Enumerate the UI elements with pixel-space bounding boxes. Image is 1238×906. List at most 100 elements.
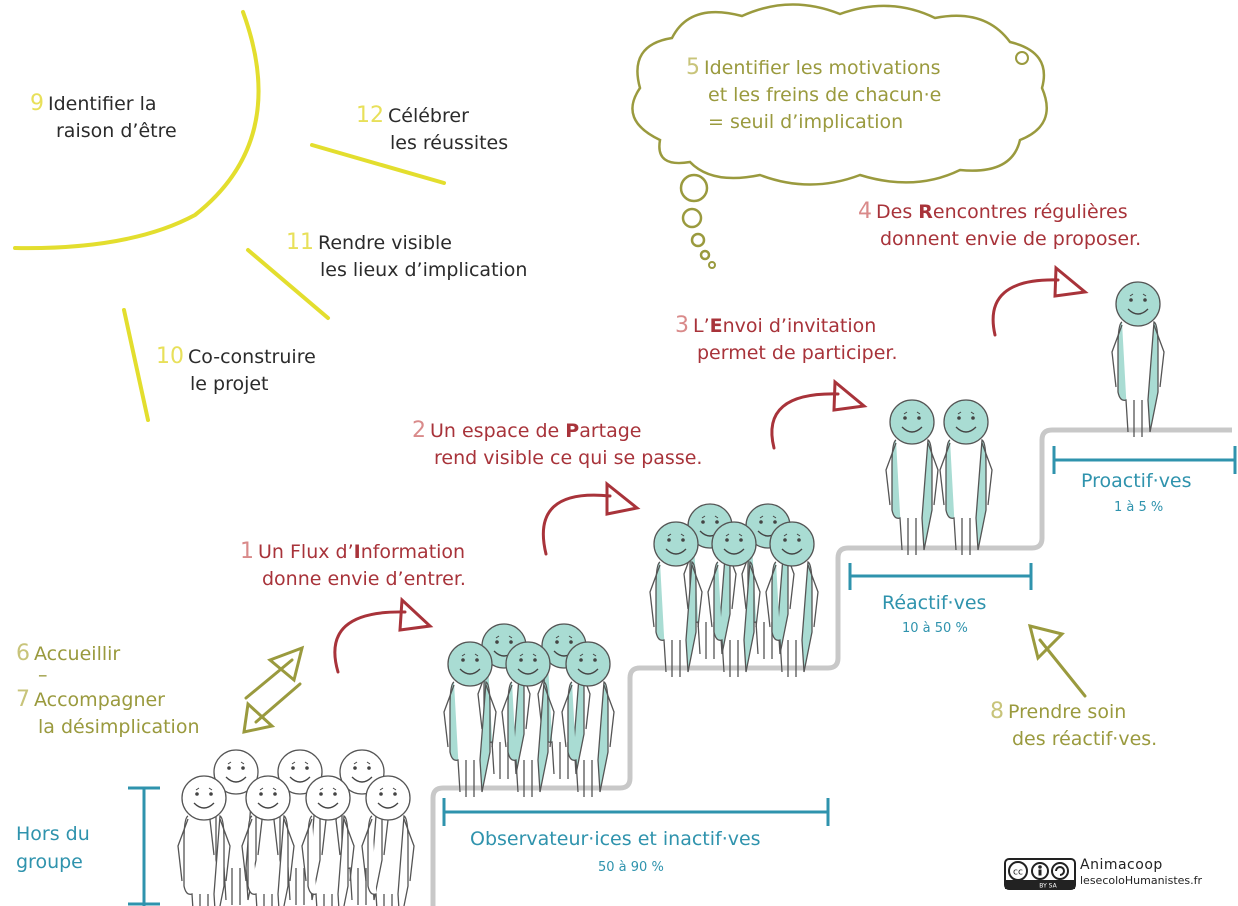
step-3-letter: E [709, 315, 723, 337]
people-reactive [885, 399, 993, 556]
step-8-text-2: des réactif·ves. [1012, 728, 1158, 750]
cloud-knot [1015, 51, 1029, 65]
arrow-1 [333, 596, 434, 674]
people-outside [177, 749, 415, 906]
thought-cloud [631, 3, 1048, 186]
sun-ray-10 [122, 308, 150, 422]
site-name: lesecoloHumanistes.fr [1080, 874, 1203, 887]
thought-bubble-2 [681, 207, 703, 229]
step-1-text-2: donne envie d’entrer. [262, 568, 466, 590]
step-8-number: 8 [990, 699, 1004, 724]
step-9-text-1: Identifier la [48, 93, 157, 115]
step-1-number: 1 [240, 539, 254, 564]
step-12-text-1: Célébrer [388, 105, 469, 127]
step-11-text-1: Rendre visible [318, 232, 452, 254]
group-outside-text-2: groupe [16, 851, 83, 873]
arrow-6-accueillir [244, 645, 305, 700]
arrow-8-soin [1027, 623, 1087, 698]
arrow-4 [991, 264, 1089, 337]
step-2-text-pre: Un espace de [430, 420, 566, 442]
thought-bubble-1 [679, 173, 709, 203]
step-12-number: 12 [356, 103, 384, 128]
arrow-2 [541, 480, 641, 556]
step-6-text: Accueillir [34, 643, 121, 665]
step-5-text-1: Identifier les motivations [704, 57, 941, 79]
step-7-text-2: la désimplication [38, 716, 200, 738]
sun-ray-11 [246, 248, 330, 320]
bracket-reactive [848, 563, 1033, 590]
step-9-number: 9 [30, 91, 44, 116]
step-10-text-2: le projet [190, 373, 269, 395]
step-9-text-2: raison d’être [56, 120, 177, 142]
group-outside-text-1: Hors du [16, 823, 90, 845]
thought-bubble-5 [708, 261, 716, 269]
cc-by-sa-logo: cc BY SA [1004, 858, 1076, 890]
people-proactive [1111, 281, 1165, 438]
thought-bubble-3 [690, 232, 706, 248]
group-reactive-label: Réactif·ves [882, 592, 987, 614]
sun-arc [13, 10, 261, 251]
step-3-text-2: permet de participer. [697, 342, 898, 364]
step-6-7-dash: – [38, 662, 48, 689]
step-2-number: 2 [412, 418, 426, 443]
license-text: BY SA [1039, 883, 1057, 890]
step-4-text-pre: Des [876, 201, 919, 223]
bracket-observers [442, 798, 830, 826]
group-reactive-percent: 10 à 50 % [902, 621, 968, 636]
step-3-text-pre: L’ [693, 315, 710, 337]
arrow-7-desimplication [242, 682, 302, 734]
bracket-outside [128, 786, 160, 906]
step-3-text-post: nvoi d’invitation [722, 315, 877, 337]
brand-name: Animacoop [1080, 857, 1163, 873]
step-4-text-post: encontres régulières [932, 201, 1128, 223]
step-5-text-2: et les freins de chacun·e [708, 84, 942, 106]
people-observers [443, 623, 615, 798]
step-10-text-1: Co-construire [188, 346, 316, 368]
step-5-number: 5 [686, 55, 700, 80]
step-8-text-1: Prendre soin [1008, 701, 1127, 723]
step-4-number: 4 [858, 199, 872, 224]
svg-text:cc: cc [1013, 868, 1023, 878]
step-7-number: 7 [16, 687, 30, 712]
sun-ray-12 [310, 143, 446, 185]
bracket-proactive [1052, 446, 1237, 474]
step-5-text-3: = seuil d’implication [708, 111, 904, 133]
thought-bubble-4 [699, 249, 711, 261]
people-middle [649, 503, 819, 678]
step-1-letter: I [353, 541, 361, 563]
step-11-text-2: les lieux d’implication [320, 259, 528, 281]
step-1-text-post: nformation [360, 541, 466, 563]
arrow-3 [770, 378, 868, 450]
group-proactive-percent: 1 à 5 % [1114, 500, 1164, 515]
step-2-text-2: rend visible ce qui se passe. [434, 447, 703, 469]
step-11-number: 11 [286, 230, 314, 255]
group-outside-label: Hors du groupe [16, 820, 90, 876]
step-2-text-post: artage [579, 420, 642, 442]
step-4-text-2: donnent envie de proposer. [880, 228, 1142, 250]
step-12-text-2: les réussites [390, 132, 509, 154]
step-3-number: 3 [675, 313, 689, 338]
step-6-number: 6 [16, 641, 30, 666]
staircase [430, 427, 1232, 906]
step-1-text-pre: Un Flux d’ [258, 541, 354, 563]
dash-separator: – [38, 664, 48, 686]
step-4-letter: R [918, 201, 933, 223]
group-observers-percent: 50 à 90 % [598, 860, 664, 875]
step-2-letter: P [565, 420, 580, 442]
step-7-text-1: Accompagner [34, 689, 165, 711]
credits: Animacoop lesecoloHumanistes.fr [1080, 858, 1202, 888]
group-proactive-label: Proactif·ves [1081, 470, 1192, 492]
